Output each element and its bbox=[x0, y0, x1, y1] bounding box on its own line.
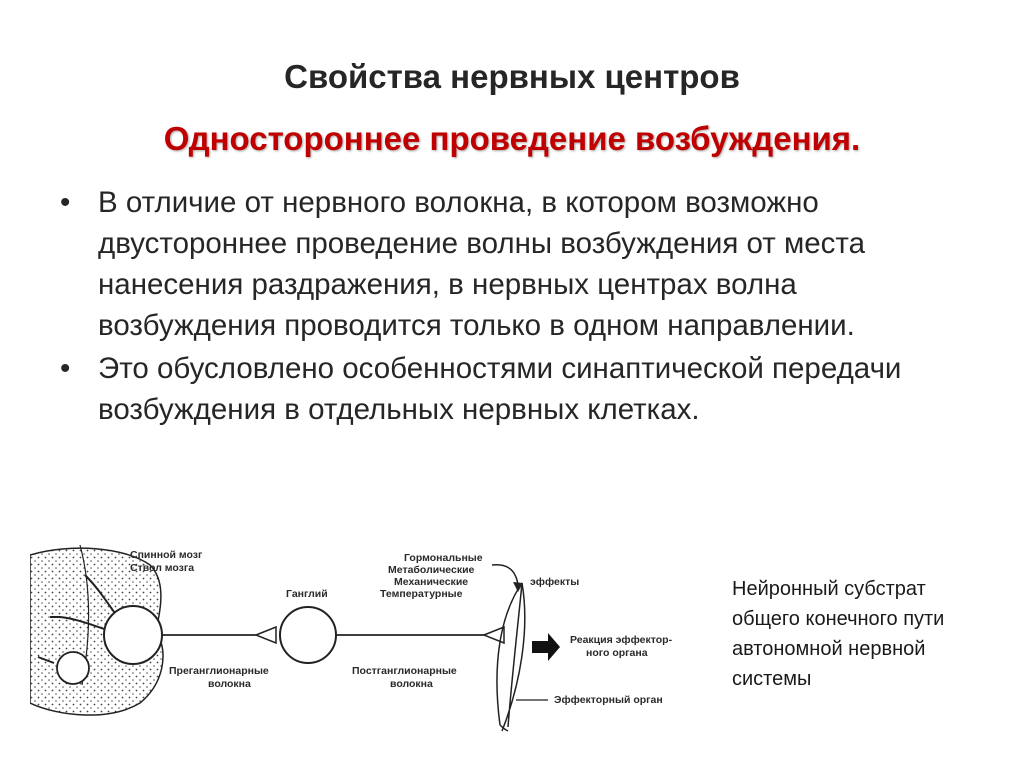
effector-organ bbox=[496, 582, 526, 732]
label-reaction-2: ного органа bbox=[586, 647, 648, 659]
diagram-caption: Нейронный субстрат общего конечного пути… bbox=[732, 574, 1012, 694]
bullet-marker: • bbox=[60, 352, 71, 385]
caption-line: общего конечного пути bbox=[732, 608, 945, 630]
label-spinal-cord: Спинной мозг bbox=[130, 549, 203, 561]
synapse-triangle-ganglion bbox=[253, 625, 277, 645]
ganglion-neuron bbox=[279, 606, 337, 664]
small-neuron-arrow bbox=[37, 656, 55, 664]
reaction-arrow bbox=[532, 633, 560, 661]
bullet-marker: • bbox=[60, 186, 71, 219]
label-postganglionic-2: волокна bbox=[390, 678, 433, 690]
label-temperature: Температурные bbox=[380, 588, 463, 600]
bullet-item: • Это обусловлено особенностями синаптич… bbox=[58, 348, 938, 430]
label-mechanical: Механические bbox=[394, 576, 468, 588]
caption-line: автономной нервной bbox=[732, 638, 926, 660]
label-postganglionic-1: Постганглионарные bbox=[352, 665, 457, 677]
label-preganglionic-1: Преганглионарные bbox=[169, 665, 269, 677]
label-preganglionic-2: волокна bbox=[208, 678, 251, 690]
slide-title: Свойства нервных центров bbox=[284, 58, 740, 95]
slide-subtitle: Одностороннее проведение возбуждения. bbox=[163, 120, 861, 157]
label-brainstem: Ствол мозга bbox=[130, 562, 194, 574]
bullet-text: В отличие от нервного волокна, в котором… bbox=[98, 186, 865, 342]
caption-line: системы bbox=[732, 668, 812, 690]
label-effects: эффекты bbox=[530, 576, 579, 588]
label-effector-organ: Эффекторный орган bbox=[554, 694, 663, 706]
label-ganglion: Ганглий bbox=[286, 588, 328, 600]
bullet-item: • В отличие от нервного волокна, в котор… bbox=[58, 182, 938, 346]
bullet-list: • В отличие от нервного волокна, в котор… bbox=[58, 182, 938, 432]
caption-line: Нейронный субстрат bbox=[732, 578, 926, 600]
influences-arrow bbox=[491, 563, 519, 586]
influences-arrowhead bbox=[513, 582, 523, 592]
label-hormonal: Гормональные bbox=[404, 552, 483, 564]
label-reaction-1: Реакция эффектор- bbox=[570, 634, 673, 646]
label-metabolic: Метаболические bbox=[388, 564, 475, 576]
small-neuron-body bbox=[56, 651, 90, 685]
synapse-triangle-effector bbox=[481, 625, 505, 645]
preganglionic-neuron-body bbox=[103, 605, 163, 665]
autonomic-pathway-diagram: Спинной мозг Ствол мозга Ганглий Преганг… bbox=[30, 544, 673, 732]
bullet-text: Это обусловлено особенностями синаптичес… bbox=[98, 352, 902, 426]
